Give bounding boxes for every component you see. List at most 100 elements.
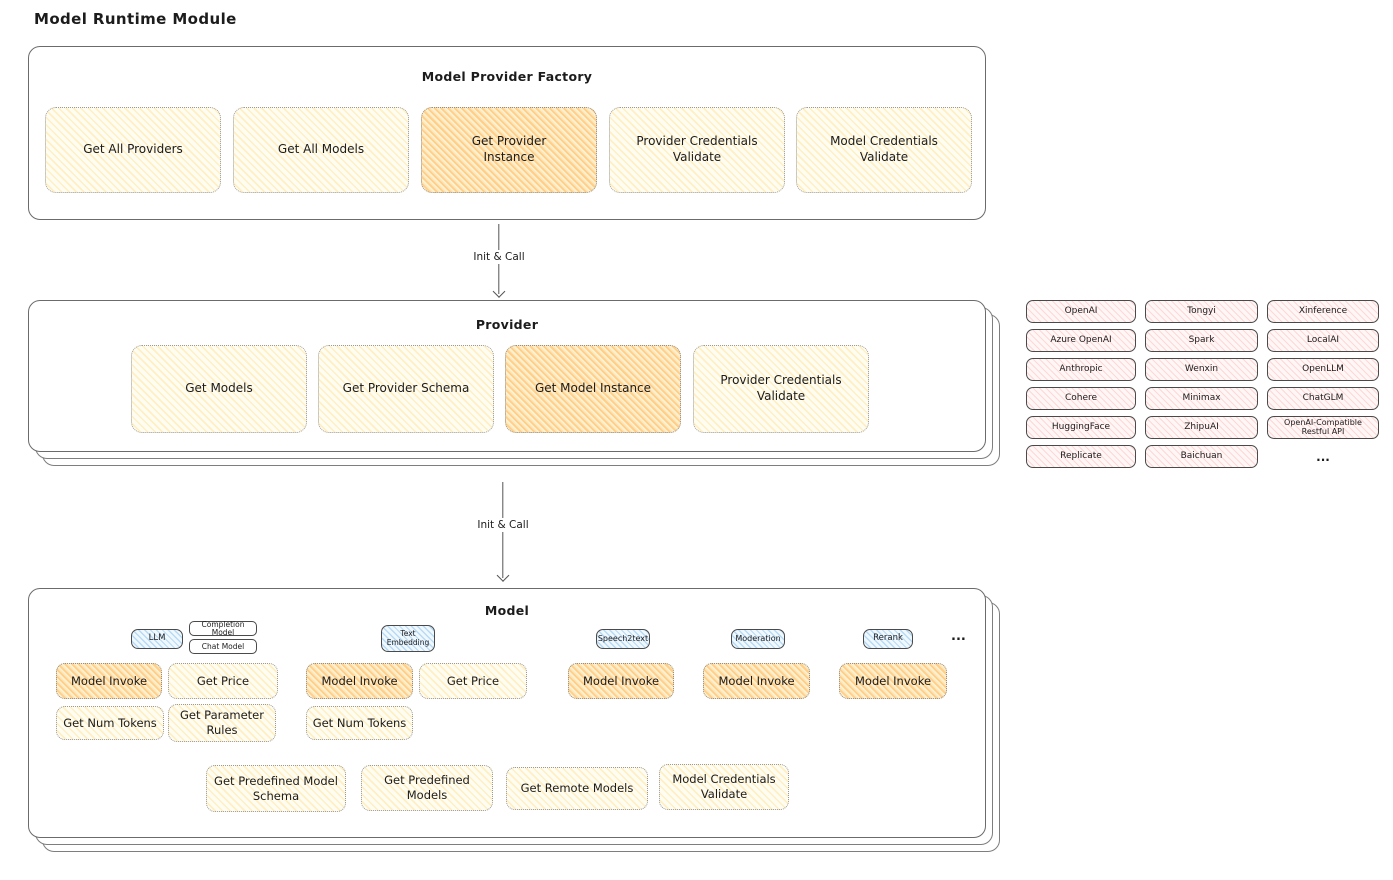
get-predefined-model-schema-button[interactable]: Get Predefined Model Schema — [206, 765, 346, 812]
get-all-models-button[interactable]: Get All Models — [233, 107, 409, 193]
get-models-label: Get Models — [185, 381, 253, 396]
init-call-label-2: Init & Call — [472, 518, 534, 532]
provider-chip-label: LocalAI — [1306, 334, 1340, 345]
get-all-providers-button[interactable]: Get All Providers — [45, 107, 221, 193]
speech2text-model-invoke-button[interactable]: Model Invoke — [568, 663, 674, 699]
provider-chip-label: Anthropic — [1059, 363, 1103, 374]
get-provider-schema-button[interactable]: Get Provider Schema — [318, 345, 494, 433]
moderation-type-label: Moderation — [735, 633, 781, 643]
init-call-arrow-2: Init & Call — [448, 482, 558, 582]
get-models-button[interactable]: Get Models — [131, 345, 307, 433]
provider-chip-openai-compatible[interactable]: OpenAI-Compatible Restful API — [1267, 416, 1379, 439]
model-credentials-validate-button[interactable]: Model Credentials Validate — [659, 764, 789, 810]
provider-chip-chatglm[interactable]: ChatGLM — [1267, 387, 1379, 410]
model-provider-factory-box[interactable]: Model Provider Factory Get All Providers… — [28, 46, 986, 220]
provider-chip-localai[interactable]: LocalAI — [1267, 329, 1379, 352]
provider-chip-label: OpenAI — [1064, 305, 1098, 316]
provider-credentials-validate-button[interactable]: Provider Credentials Validate — [693, 345, 869, 433]
llm-get-price-button[interactable]: Get Price — [168, 663, 278, 699]
factory-provider-credentials-validate-label: Provider Credentials Validate — [636, 134, 758, 164]
get-predefined-models-button[interactable]: Get Predefined Models — [361, 765, 493, 811]
provider-credentials-validate-label: Provider Credentials Validate — [720, 373, 842, 403]
get-model-instance-button[interactable]: Get Model Instance — [505, 345, 681, 433]
speech2text-model-invoke-label: Model Invoke — [582, 673, 660, 688]
model-credentials-validate-label: Model Credentials Validate — [672, 772, 776, 801]
get-remote-models-button[interactable]: Get Remote Models — [506, 767, 648, 810]
get-all-models-label: Get All Models — [277, 142, 365, 157]
provider-chip-label: Tongyi — [1187, 305, 1216, 316]
get-all-providers-label: Get All Providers — [83, 142, 183, 157]
provider-chip-wenxin[interactable]: Wenxin — [1145, 358, 1258, 381]
speech2text-type-chip[interactable]: Speech2text — [596, 629, 650, 649]
provider-chip-xinference[interactable]: Xinference — [1267, 300, 1379, 323]
text-embedding-type-chip[interactable]: Text Embedding — [381, 625, 435, 652]
llm-type-chip[interactable]: LLM — [131, 629, 183, 649]
get-provider-instance-label: Get Provider Instance — [471, 134, 547, 164]
rerank-type-chip[interactable]: Rerank — [863, 629, 913, 649]
arrow-head-icon — [492, 285, 506, 298]
provider-chip-label: Spark — [1188, 334, 1215, 345]
moderation-model-invoke-button[interactable]: Model Invoke — [703, 663, 810, 699]
provider-chip-replicate[interactable]: Replicate — [1026, 445, 1136, 468]
text-embedding-type-label: Text Embedding — [386, 629, 430, 647]
llm-get-num-tokens-label: Get Num Tokens — [63, 715, 157, 730]
completion-model-chip[interactable]: Completion Model — [189, 621, 257, 636]
provider-chip-azure-openai[interactable]: Azure OpenAI — [1026, 329, 1136, 352]
factory-provider-credentials-validate-button[interactable]: Provider Credentials Validate — [609, 107, 785, 193]
provider-chip-openllm[interactable]: OpenLLM — [1267, 358, 1379, 381]
provider-chip-label: Azure OpenAI — [1050, 334, 1112, 345]
factory-title: Model Provider Factory — [421, 69, 593, 84]
get-model-instance-label: Get Model Instance — [534, 381, 652, 396]
chat-model-label: Chat Model — [201, 641, 245, 651]
llm-model-invoke-label: Model Invoke — [70, 673, 148, 688]
provider-chip-anthropic[interactable]: Anthropic — [1026, 358, 1136, 381]
provider-chip-minimax[interactable]: Minimax — [1145, 387, 1258, 410]
provider-chip-spark[interactable]: Spark — [1145, 329, 1258, 352]
init-call-label-1: Init & Call — [468, 250, 530, 265]
provider-chip-openai[interactable]: OpenAI — [1026, 300, 1136, 323]
provider-chip-label: OpenLLM — [1302, 363, 1344, 374]
llm-get-price-label: Get Price — [196, 673, 250, 688]
provider-box[interactable]: Provider Get Models Get Provider Schema … — [28, 300, 986, 452]
model-box[interactable]: Model LLM Completion Model Chat Model Te… — [28, 588, 986, 838]
llm-get-parameter-rules-button[interactable]: Get Parameter Rules — [168, 704, 276, 742]
moderation-type-chip[interactable]: Moderation — [731, 629, 785, 649]
get-predefined-models-label: Get Predefined Models — [384, 773, 470, 802]
provider-chip-cohere[interactable]: Cohere — [1026, 387, 1136, 410]
provider-chip-label: Wenxin — [1184, 363, 1219, 374]
get-provider-schema-label: Get Provider Schema — [342, 381, 470, 396]
provider-chip-label: Cohere — [1064, 392, 1098, 403]
factory-model-credentials-validate-button[interactable]: Model Credentials Validate — [796, 107, 972, 193]
embedding-get-price-button[interactable]: Get Price — [419, 663, 527, 699]
provider-chip-label: Xinference — [1298, 305, 1348, 316]
init-call-arrow-1: Init & Call — [444, 224, 554, 298]
provider-chip-label: ZhipuAI — [1184, 421, 1219, 432]
embedding-get-price-label: Get Price — [446, 673, 500, 688]
llm-get-num-tokens-button[interactable]: Get Num Tokens — [56, 706, 164, 740]
embedding-model-invoke-label: Model Invoke — [321, 673, 398, 688]
provider-chip-zhipuai[interactable]: ZhipuAI — [1145, 416, 1258, 439]
provider-stack: Provider Get Models Get Provider Schema … — [28, 300, 1000, 466]
provider-chip-label: ChatGLM — [1302, 392, 1344, 403]
embedding-model-invoke-button[interactable]: Model Invoke — [306, 663, 413, 699]
provider-list-ellipsis: ... — [1316, 449, 1330, 464]
get-predefined-model-schema-label: Get Predefined Model Schema — [214, 773, 338, 803]
model-types-ellipsis: ... — [951, 629, 966, 644]
provider-chip-label: Baichuan — [1180, 450, 1223, 461]
provider-chip-baichuan[interactable]: Baichuan — [1145, 445, 1258, 468]
completion-model-label: Completion Model — [201, 620, 245, 637]
rerank-model-invoke-button[interactable]: Model Invoke — [839, 663, 947, 699]
llm-model-invoke-button[interactable]: Model Invoke — [56, 663, 162, 699]
page-title: Model Runtime Module — [34, 10, 237, 28]
get-provider-instance-button[interactable]: Get Provider Instance — [421, 107, 597, 193]
get-remote-models-label: Get Remote Models — [520, 781, 634, 796]
model-stack: Model LLM Completion Model Chat Model Te… — [28, 588, 1000, 852]
provider-chip-huggingface[interactable]: HuggingFace — [1026, 416, 1136, 439]
llm-get-parameter-rules-label: Get Parameter Rules — [180, 708, 264, 737]
rerank-model-invoke-label: Model Invoke — [854, 673, 932, 688]
embedding-get-num-tokens-button[interactable]: Get Num Tokens — [306, 706, 413, 740]
chat-model-chip[interactable]: Chat Model — [189, 639, 257, 654]
provider-chip-tongyi[interactable]: Tongyi — [1145, 300, 1258, 323]
provider-chip-label: Replicate — [1060, 450, 1102, 461]
